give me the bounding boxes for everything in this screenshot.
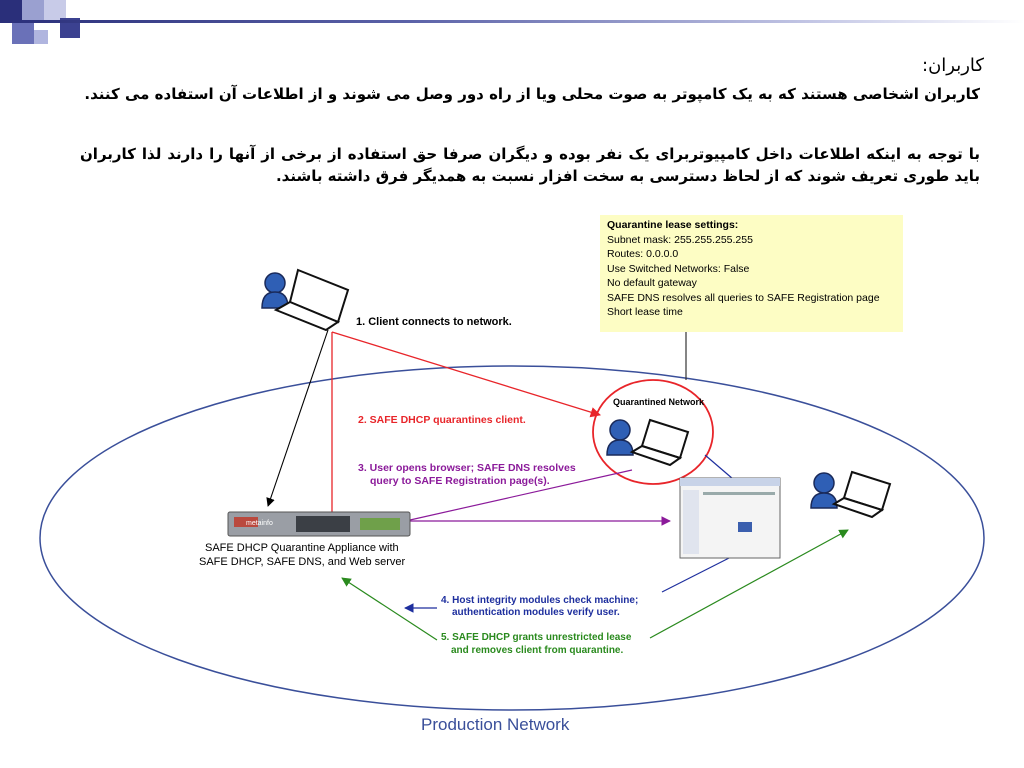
arrow-step4 (661, 554, 736, 593)
paragraph-2: با توجه به اینکه اطلاعات داخل کامپیوتربر… (80, 145, 980, 185)
appliance-label-1: SAFE DHCP Quarantine Appliance with (205, 542, 399, 554)
settings-line: No default gateway (607, 277, 697, 289)
user-icon (810, 472, 838, 509)
settings-line: Routes: 0.0.0.0 (607, 248, 679, 260)
laptop-icon (831, 470, 892, 519)
corner-decor-2 (22, 0, 44, 22)
settings-title: Quarantine lease settings: (607, 219, 739, 231)
corner-decor-5 (12, 22, 34, 44)
settings-line: Use Switched Networks: False (607, 262, 750, 275)
corner-decor-1 (0, 0, 22, 22)
settings-line: Short lease time (607, 306, 683, 318)
corner-decor-6 (34, 30, 48, 44)
appliance-icon (227, 511, 411, 537)
paragraph-1: کاربران اشخاصی هستند که به یک کامپوتر به… (84, 85, 980, 103)
step4-label-2: authentication modules verify user. (452, 607, 620, 618)
arrow-step5-b (341, 577, 438, 641)
corner-decor-3 (44, 0, 66, 22)
step3-label-2: query to SAFE Registration page(s). (370, 475, 550, 487)
production-network-ellipse (39, 365, 985, 711)
laptop-icon (629, 418, 690, 467)
step4-label-1: 4. Host integrity modules check machine; (441, 595, 638, 606)
laptop-icon (273, 268, 350, 332)
production-network-label: Production Network (421, 715, 570, 734)
slide-title: کاربران: (922, 55, 984, 76)
settings-line: SAFE DNS resolves all queries to SAFE Re… (607, 291, 880, 304)
appliance-brand-text: metainfo (246, 520, 273, 527)
step3-label-1: 3. User opens browser; SAFE DNS resolves (358, 462, 576, 474)
quarantined-network-ellipse (592, 379, 714, 485)
step1-label: 1. Client connects to network. (356, 316, 512, 328)
step5-label-2: and removes client from quarantine. (451, 645, 623, 656)
settings-line: Subnet mask: 255.255.255.255 (607, 233, 753, 246)
user-icon (261, 272, 289, 309)
browser-window-icon (679, 477, 781, 559)
arrow-step1 (331, 331, 601, 418)
appliance-label-2: SAFE DHCP, SAFE DNS, and Web server (199, 556, 406, 568)
arrow-step3-a (409, 469, 633, 521)
header-rule (0, 20, 1024, 23)
step5-label-1: 5. SAFE DHCP grants unrestricted lease (441, 632, 632, 643)
arrow-client-to-appliance (266, 329, 329, 507)
step2-label: 2. SAFE DHCP quarantines client. (358, 414, 526, 426)
quarantined-network-label: Quarantined Network (613, 397, 705, 407)
quarantine-settings-box: Quarantine lease settings: Subnet mask: … (600, 215, 903, 332)
corner-decor-4 (60, 18, 80, 38)
user-icon (606, 419, 634, 456)
arrow-step5-a (649, 529, 849, 639)
